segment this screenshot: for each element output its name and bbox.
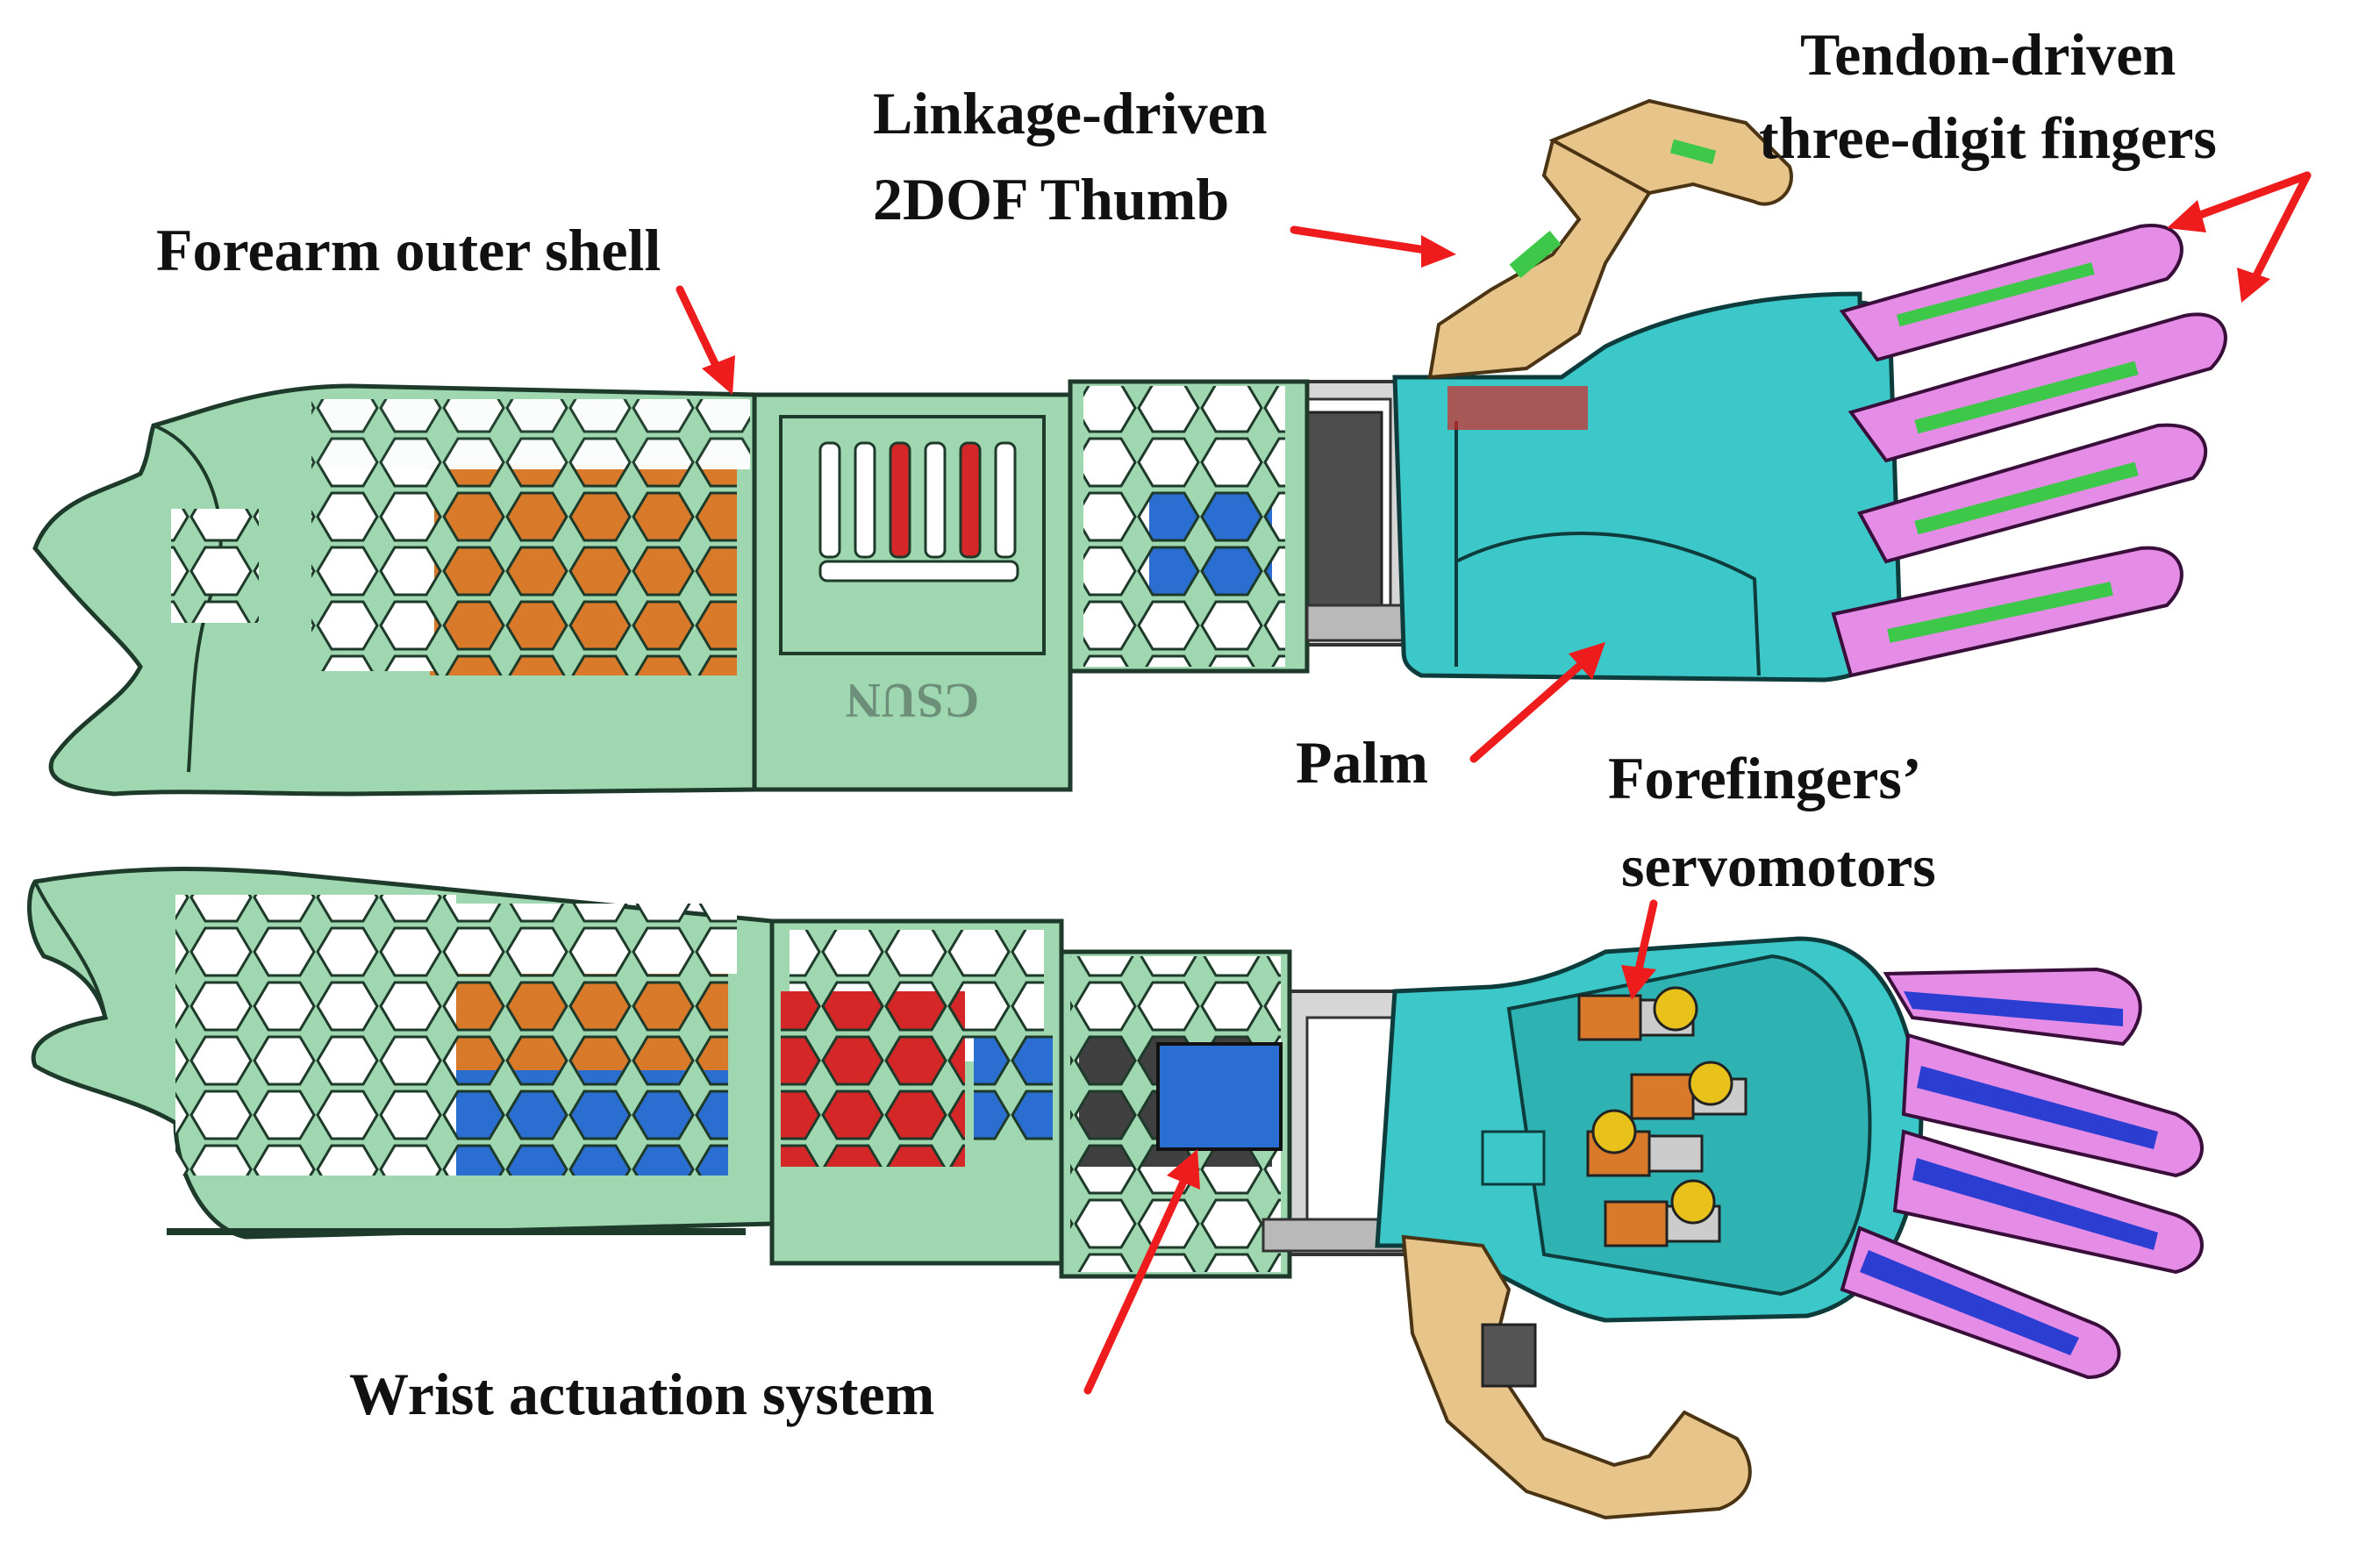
label-fingers-line2: three-digit fingers (1759, 104, 2217, 171)
top-arm: CSUN (32, 98, 2227, 797)
arrow-fingers-2 (2250, 171, 2312, 283)
annotation-arrows (675, 171, 2312, 1395)
top-wrist-servo (1149, 491, 1272, 597)
label-servos-line1: Forefingers’ (1608, 745, 1922, 811)
csun-engraving: CSUN (846, 673, 979, 727)
arrow-forearm-shell (675, 285, 724, 377)
label-thumb-line1: Linkage-driven (873, 80, 1268, 146)
top-thumb (1427, 98, 1793, 380)
arrow-servos (1634, 899, 1658, 974)
arrow-thumb (1290, 225, 1430, 254)
top-vent-slots (818, 441, 1019, 582)
label-servos-line2: servomotors (1621, 833, 1936, 899)
label-palm: Palm (1296, 729, 1428, 796)
bottom-forefinger-servos (1577, 986, 1747, 1247)
annotation-labels: Forearm outer shell Linkage-driven 2DOF … (156, 21, 2217, 1427)
bottom-arm (26, 867, 2204, 1520)
arrow-fingers-1 (2189, 171, 2312, 222)
label-fingers-line1: Tendon-driven (1800, 21, 2176, 88)
top-fingers (1831, 223, 2227, 678)
label-wrist-actuation: Wrist actuation system (349, 1361, 934, 1427)
label-thumb-line2: 2DOF Thumb (873, 166, 1229, 232)
bottom-thumb (1401, 1234, 1752, 1520)
bottom-fingers (1840, 967, 2204, 1380)
arrow-wrist (1083, 1176, 1189, 1395)
label-forearm-outer-shell: Forearm outer shell (156, 217, 661, 283)
bottom-wrist-servo (1156, 1042, 1283, 1151)
top-forearm-mid-section (752, 392, 1073, 792)
arrow-palm (1469, 658, 1588, 763)
top-internal-electronics (430, 465, 737, 675)
